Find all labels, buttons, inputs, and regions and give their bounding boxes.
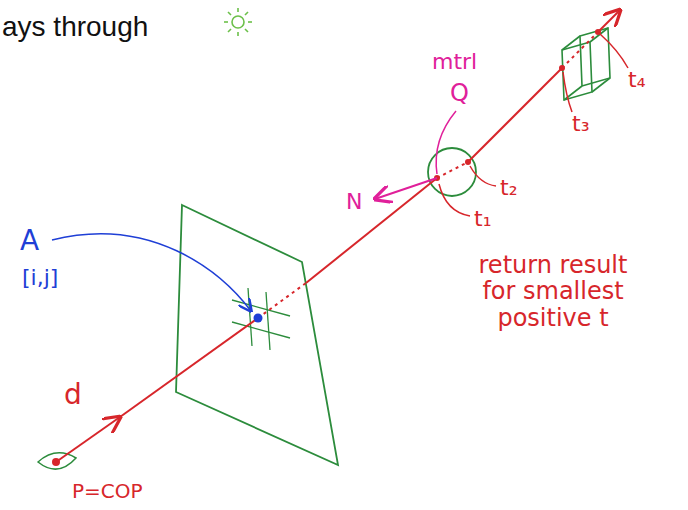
surface-label: Q [450,80,469,106]
hit-parameter: t₄ [628,68,645,92]
slide-title: ays through [2,12,148,43]
hit-parameter: t₂ [500,176,517,200]
direction-label: d [64,380,82,411]
light-source [224,8,252,36]
eye-label: P=COP [72,480,143,502]
material-label: mtrl [432,50,477,74]
hit-parameter: t₃ [572,112,589,136]
pixel-index: [i,j] [22,266,58,290]
hit-parameter: t₁ [474,207,491,231]
ray [56,10,620,462]
image-plane [176,205,338,465]
note: return result for smallest positive t [478,252,628,331]
pixel-grid [232,288,290,350]
pixel-label: A [20,226,39,257]
pixel-dot [254,314,263,323]
normal-label: N [346,190,362,214]
cube [562,28,610,100]
sphere [428,148,476,196]
